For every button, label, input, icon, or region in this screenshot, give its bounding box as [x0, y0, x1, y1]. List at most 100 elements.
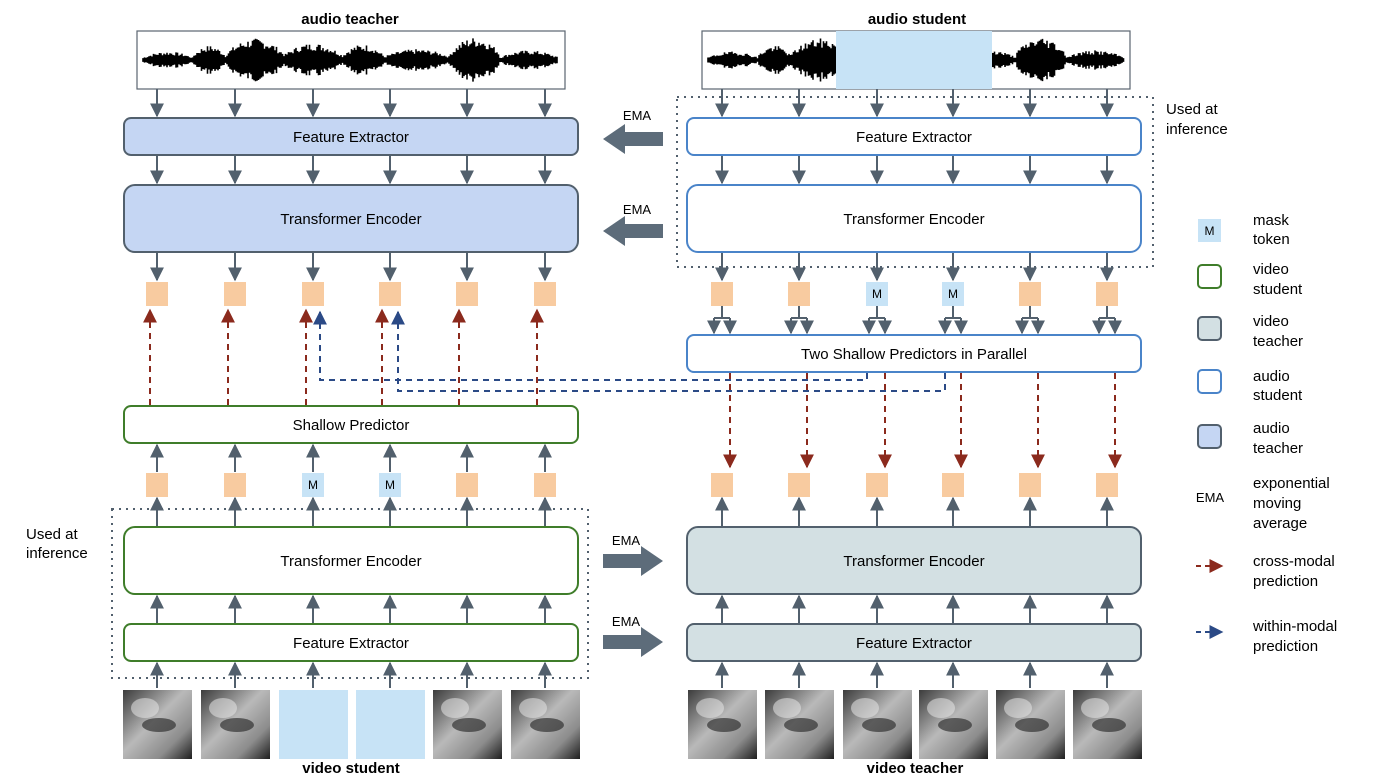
- legend-video-student-swatch: [1197, 264, 1222, 289]
- legend-video-teacher-swatch: [1197, 316, 1222, 341]
- feature-token: [1096, 473, 1118, 497]
- audio-student-title: audio student: [868, 11, 966, 28]
- mask-token-letter: M: [308, 478, 318, 492]
- audio-teacher-feature-extractor: [123, 117, 579, 156]
- ema-label-1: EMA: [623, 108, 652, 123]
- audio-teacher-title: audio teacher: [301, 11, 399, 28]
- masked-video-frame: [356, 690, 425, 759]
- feature-token: [379, 282, 401, 306]
- cheek-highlight: [851, 698, 879, 718]
- ema-arrow-2: [603, 216, 663, 246]
- legend-mask-letter: M: [1205, 224, 1215, 238]
- legend-video-teacher-line1: video: [1253, 313, 1289, 330]
- audio-used-at-label: Used at: [1166, 101, 1219, 118]
- mouth-shape: [142, 718, 176, 732]
- shallow-predictor-label: Shallow Predictor: [293, 417, 410, 434]
- feature-token: [788, 282, 810, 306]
- masked-video-frame: [279, 690, 348, 759]
- legend-cross-modal-line1: cross-modal: [1253, 553, 1335, 570]
- audio-mask-region: [836, 31, 992, 89]
- video-teacher-title: video teacher: [867, 760, 964, 777]
- ema-label-3: EMA: [612, 533, 641, 548]
- mask-token-letter: M: [872, 287, 882, 301]
- feature-token: [146, 473, 168, 497]
- cheek-highlight: [209, 698, 237, 718]
- video-student-title: video student: [302, 760, 400, 777]
- feature-token: [302, 282, 324, 306]
- cheek-highlight: [773, 698, 801, 718]
- audio-teacher-feature-extractor-label: Feature Extractor: [293, 129, 409, 146]
- video-used-at-label: Used at: [26, 526, 79, 543]
- legend-mask-line2: token: [1253, 231, 1290, 248]
- legend-audio-student-line2: student: [1253, 387, 1303, 404]
- cheek-highlight: [696, 698, 724, 718]
- audio-inference-label: inference: [1166, 121, 1228, 138]
- feature-token: [711, 473, 733, 497]
- feature-token: [711, 282, 733, 306]
- feature-token: [866, 473, 888, 497]
- mouth-shape: [862, 718, 896, 732]
- feature-token: [224, 473, 246, 497]
- mouth-shape: [784, 718, 818, 732]
- video-teacher-transformer-encoder-label: Transformer Encoder: [843, 553, 984, 570]
- mask-token: [942, 282, 964, 306]
- feature-token: [1019, 282, 1041, 306]
- video-inference-label: inference: [26, 545, 88, 562]
- audio-teacher-transformer-encoder-label: Transformer Encoder: [280, 211, 421, 228]
- feature-token: [224, 282, 246, 306]
- legend-video-student-line2: student: [1253, 281, 1303, 298]
- feature-token: [146, 282, 168, 306]
- audio-student-transformer-encoder-label: Transformer Encoder: [843, 211, 984, 228]
- mouth-shape: [1015, 718, 1049, 732]
- legend-video-student-line1: video: [1253, 261, 1289, 278]
- mask-token: [302, 473, 324, 497]
- ema-label-4: EMA: [612, 614, 641, 629]
- legend-mask-line1: mask: [1253, 212, 1289, 229]
- audio-student-waveform: [701, 30, 1131, 90]
- legend-ema-line1: exponential: [1253, 475, 1330, 492]
- feature-token: [456, 473, 478, 497]
- legend: M mask token video student video teacher…: [1196, 212, 1337, 655]
- ema-label-2: EMA: [623, 202, 652, 217]
- legend-audio-student-swatch: [1197, 369, 1222, 394]
- legend-video-teacher-line2: teacher: [1253, 333, 1303, 350]
- feature-token: [1019, 473, 1041, 497]
- mouth-shape: [1092, 718, 1126, 732]
- shallow-predictor: [123, 405, 579, 444]
- legend-cross-modal-line2: prediction: [1253, 573, 1318, 590]
- audio-student-transformer-encoder: [686, 184, 1142, 253]
- mouth-shape: [452, 718, 486, 732]
- video-student-feature-extractor-label: Feature Extractor: [293, 635, 409, 652]
- legend-ema-line3: average: [1253, 515, 1307, 532]
- cheek-highlight: [519, 698, 547, 718]
- ema-arrow-3: [603, 546, 663, 576]
- mask-token-letter: M: [948, 287, 958, 301]
- audio-inference-region: [676, 96, 1154, 268]
- legend-ema-symbol: EMA: [1196, 490, 1225, 505]
- video-teacher-feature-extractor: [686, 623, 1142, 662]
- two-shallow-predictors: [686, 334, 1142, 373]
- cheek-highlight: [927, 698, 955, 718]
- legend-ema-line2: moving: [1253, 495, 1301, 512]
- cheek-highlight: [441, 698, 469, 718]
- video-inference-region: [111, 508, 589, 679]
- video-teacher-transformer-encoder: [686, 526, 1142, 595]
- within-modal-arrow: [391, 310, 946, 392]
- feature-token: [942, 473, 964, 497]
- legend-audio-teacher-line1: audio: [1253, 420, 1290, 437]
- mouth-shape: [707, 718, 741, 732]
- feature-token: [534, 282, 556, 306]
- mouth-shape: [530, 718, 564, 732]
- video-student-feature-extractor: [123, 623, 579, 662]
- waveform-trace: [142, 38, 558, 82]
- mask-token: [866, 282, 888, 306]
- audio-student-feature-extractor: [686, 117, 1142, 156]
- mask-token-letter: M: [385, 478, 395, 492]
- mouth-shape: [938, 718, 972, 732]
- feature-token: [456, 282, 478, 306]
- feature-token: [788, 473, 810, 497]
- cheek-highlight: [131, 698, 159, 718]
- legend-mask-swatch: [1198, 219, 1221, 242]
- audio-student-feature-extractor-label: Feature Extractor: [856, 129, 972, 146]
- video-student-transformer-encoder-label: Transformer Encoder: [280, 553, 421, 570]
